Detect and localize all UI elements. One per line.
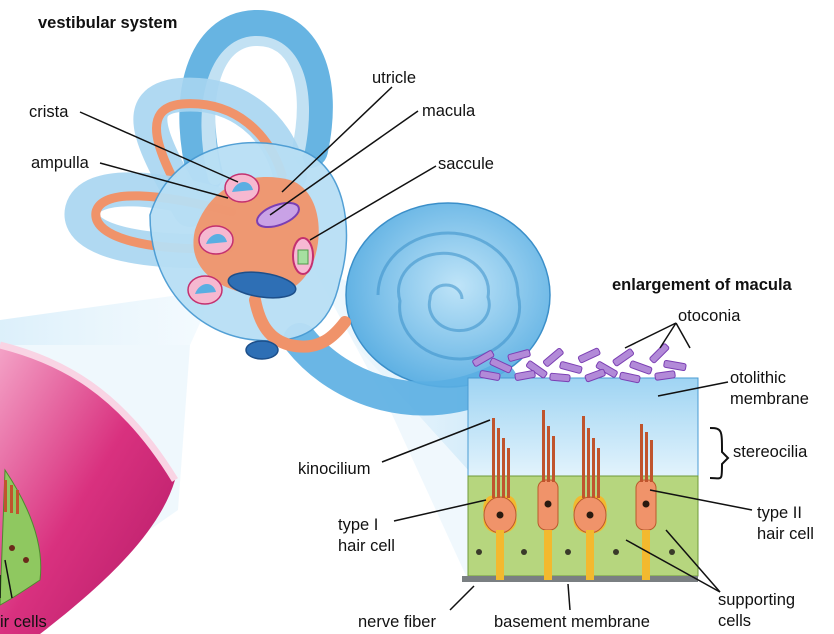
label-saccule: saccule <box>438 155 494 173</box>
label-nerve-fiber: nerve fiber <box>358 613 436 631</box>
stereocilia-bundles <box>492 410 653 498</box>
type1-hair-cell-b <box>573 495 607 580</box>
label-crista: crista <box>29 103 69 121</box>
title-vestibular-system: vestibular system <box>38 14 178 32</box>
label-supporting-line1: supporting <box>718 591 796 609</box>
ampullae <box>187 173 260 305</box>
label-stereocilia: stereocilia <box>733 443 808 461</box>
crista-enlargement <box>0 341 178 634</box>
type1-hair-cell-a <box>483 495 517 580</box>
label-macula: macula <box>422 102 476 120</box>
label-type2-line1: type II <box>757 504 802 522</box>
label-type1-line1: type I <box>338 516 379 534</box>
leader-lines <box>0 86 753 611</box>
label-basement-membrane: basement membrane <box>494 613 650 631</box>
macula-enlargement <box>462 343 730 582</box>
utricle-macula <box>256 201 300 229</box>
label-otolithic-membrane-line2: membrane <box>730 390 809 408</box>
label-supporting-line2: cells <box>718 612 752 630</box>
label-otolithic-membrane-line1: otolithic <box>730 369 786 387</box>
zoom-cone-right-lower <box>355 345 468 580</box>
label-hair-cells-partial: ir cells <box>0 613 47 631</box>
label-type2-line2: hair cell <box>757 525 814 543</box>
supporting-cell-nuclei <box>476 549 675 555</box>
title-enlargement-of-macula: enlargement of macula <box>612 276 792 294</box>
stereocilia-bracket <box>709 427 730 480</box>
otoconia-crystals <box>472 343 687 384</box>
label-ampulla: ampulla <box>31 154 89 172</box>
label-utricle: utricle <box>372 69 417 87</box>
label-kinocilium: kinocilium <box>298 460 371 478</box>
label-otoconia: otoconia <box>678 307 741 325</box>
zoom-cone-left <box>0 290 215 345</box>
label-type1-line2: hair cell <box>338 537 395 555</box>
